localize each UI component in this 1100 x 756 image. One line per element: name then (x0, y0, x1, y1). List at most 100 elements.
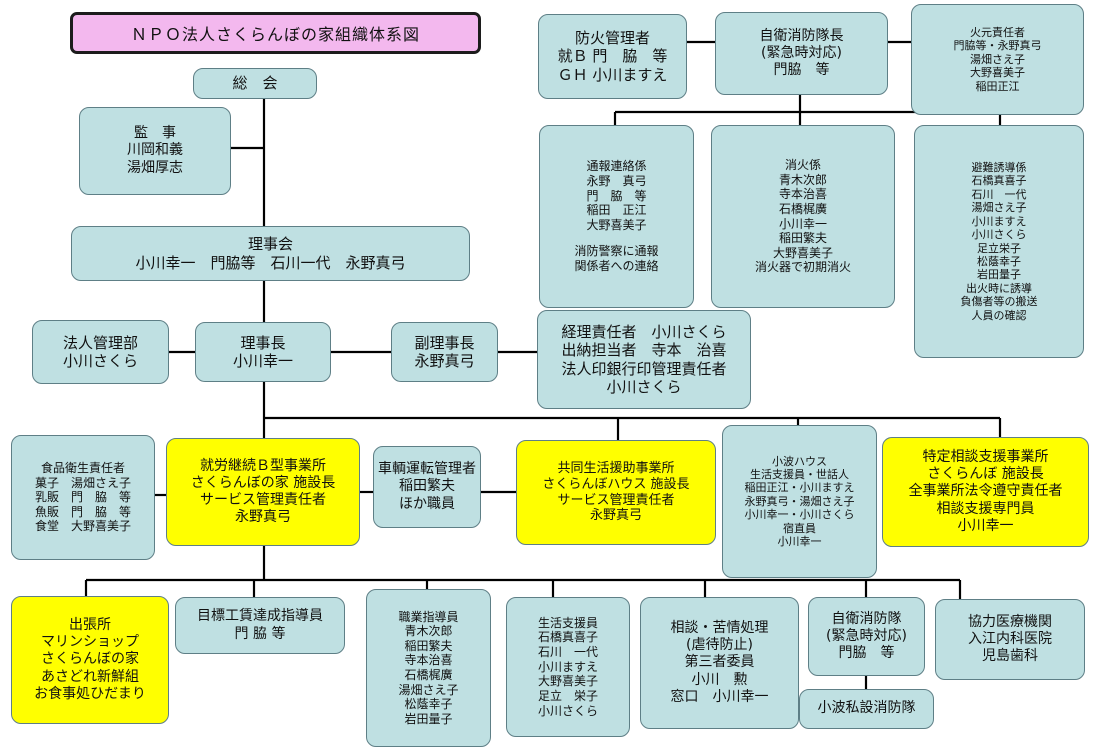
box-line: ＧＨ 小川ますえ (557, 65, 668, 84)
fire-brigade-chief-box: 自衛消防隊長 (緊急時対応) 門脇 等 (715, 12, 888, 95)
box-line: 寺本治喜 (778, 187, 827, 202)
box-line: 永野 真弓 (586, 173, 647, 188)
branch-office-box: 出張所 マリンショップ さくらんぼの家 あさどれ新鮮組 お食事処ひだまり (11, 596, 169, 724)
box-line: お食事処ひだまり (34, 685, 146, 702)
box-line: 相談・苦情処理 (670, 620, 769, 637)
box-line: 小川さくら (971, 228, 1027, 242)
box-line: 小川ますえ (971, 214, 1027, 228)
box-line: 法人印銀行印管理責任者 (561, 359, 727, 378)
box-line: 稲田繁夫 (404, 638, 453, 653)
box-line: 石橋真喜子 (971, 174, 1027, 188)
self-defense-fire-brigade-box: 自衛消防隊 (緊急時対応) 門脇 等 (808, 597, 925, 676)
box-line: 理事長 (240, 333, 286, 352)
box-line: 出納担当者 寺本 治喜 (561, 341, 727, 360)
consultation-support-office-box: 特定相談支援事業所 さくらんぼ 施設長 全事業所法令遵守責任者 相談支援専門員 … (882, 437, 1089, 547)
konami-private-fire-brigade-box: 小波私設消防隊 (799, 689, 934, 729)
box-line: 小川幸一 (957, 517, 1014, 534)
box-line: 小川幸一・小川さくら (744, 508, 855, 522)
box-line: 車輌運転管理者 (378, 461, 476, 478)
box-line: 自衛消防隊長 (759, 27, 844, 44)
box-line: 菓子 湯畑さえ子 (34, 475, 131, 490)
box-line: 小川さくら (537, 703, 598, 718)
box-line: サービス管理責任者 (200, 492, 326, 508)
box-line: 大野喜美子 (537, 674, 598, 689)
box-line: 稲田正江 (975, 79, 1020, 93)
box-line: 小川さくら (62, 352, 138, 370)
box-line: 石橋真喜子 (537, 630, 598, 645)
box-line: 出火時に誘導 (966, 281, 1032, 295)
complaint-handling-box: 相談・苦情処理 (虐待防止) 第三者委員 小川 勲 窓口 小川幸一 (640, 597, 799, 729)
box-line: 稲田正江・小川ますえ (744, 481, 855, 495)
box-line: 全事業所法令遵守責任者 (908, 483, 1063, 500)
box-line: 火元責任者 (970, 25, 1025, 39)
box-line: 副理事長 (414, 333, 475, 352)
evacuation-team-box: 避難誘導係 石橋真喜子 石川 一代 湯畑さえ子 小川ますえ 小川さくら 足立栄子… (914, 125, 1084, 358)
box-line: 自衛消防隊 (831, 610, 902, 627)
box-line: 石橋梶廣 (404, 668, 453, 682)
box-line: 窓口 小川幸一 (670, 688, 769, 705)
box-line: 小川幸一 (232, 352, 293, 370)
notification-team-box: 通報連絡係 永野 真弓 門 脇 等 稲田 正江 大野喜美子 消防警察に通報 関係… (539, 125, 694, 308)
box-line: 法人管理部 (62, 333, 138, 352)
box-line: 食堂 大野喜美子 (34, 519, 131, 534)
box-line: 協力医療機関 (968, 613, 1052, 630)
board-of-directors-box: 理事会 小川幸一 門脇等 石川一代 永野真弓 (71, 226, 470, 281)
box-line: 永野真弓 (589, 508, 642, 524)
box-line: 児島歯科 (982, 648, 1038, 665)
corporate-management-box: 法人管理部 小川さくら (32, 320, 169, 384)
box-line: 消火係 (784, 158, 821, 172)
box-line: 岩田量子 (404, 711, 453, 726)
box-line: さくらんぼの家 施設長 (190, 474, 336, 491)
box-line: 小波私設消防隊 (817, 700, 916, 717)
box-line: 相談支援専門員 (936, 500, 1035, 517)
vocational-instructor-box: 職業指導員 青木次郎 稲田繁夫 寺本治喜 石橋梶廣 湯畑さえ子 松蔭幸子 岩田量… (366, 589, 491, 747)
box-line: 消火器で初期消火 (754, 260, 851, 275)
box-line: (緊急時対応) (826, 627, 907, 644)
box-line: 入江内科医院 (968, 630, 1052, 647)
firefighting-team-box: 消火係 青木次郎 寺本治喜 石橋梶廣 小川幸一 稲田繁夫 大野喜美子 消火器で初… (711, 125, 895, 308)
box-line: 松蔭幸子 (977, 254, 1021, 268)
box-line: 小波ハウス (772, 454, 827, 468)
box-line: さくらんぼの家 (41, 651, 139, 668)
page-title: ＮＰＯ法人さくらんぼの家組織体系図 (70, 12, 481, 54)
box-line: 青木次郎 (404, 624, 453, 639)
box-line: 生活支援員・世話人 (750, 467, 849, 481)
box-line: 大野喜美子 (772, 245, 833, 260)
box-line: 石橋梶廣 (778, 201, 827, 216)
box-line: 共同生活援助事業所 (557, 460, 675, 476)
box-line: 湯畑さえ子 (398, 682, 459, 697)
fire-prevention-manager-box: 防火管理者 就Ｂ 門 脇 等 ＧＨ 小川ますえ (538, 14, 687, 99)
box-line: 永野真弓・湯畑さえ子 (744, 494, 855, 508)
box-line: 寺本治喜 (404, 653, 453, 668)
box-line: 青木次郎 (778, 172, 827, 187)
auditor-box: 監 事 川岡和義 湯畑厚志 (79, 107, 231, 195)
box-line: 人員の確認 (971, 308, 1027, 322)
box-line: 永野真弓 (235, 509, 291, 526)
box-line: 目標工賃達成指導員 (197, 608, 323, 625)
box-line: 稲田繁夫 (399, 478, 455, 495)
box-line: 湯畑厚志 (127, 159, 183, 176)
box-line: 門脇 等 (838, 645, 895, 662)
box-line: 就Ｂ 門 脇 等 (557, 47, 668, 66)
box-line: 職業指導員 (398, 609, 459, 624)
box-line: 稲田 正江 (586, 203, 647, 218)
box-line: 総 会 (232, 74, 278, 93)
box-line: 湯畑さえ子 (971, 201, 1027, 215)
box-line: あさどれ新鮮組 (41, 668, 139, 685)
box-line: 松蔭幸子 (404, 697, 453, 712)
box-line: 防火管理者 (574, 29, 650, 48)
box-line: 関係者への連絡 (574, 259, 659, 274)
box-line: 稲田繁夫 (778, 231, 827, 246)
partner-medical-box: 協力医療機関 入江内科医院 児島歯科 (935, 599, 1085, 680)
box-line: 魚販 門 脇 等 (34, 504, 131, 519)
box-line: 食品衛生責任者 (40, 460, 125, 475)
box-line: 足立栄子 (977, 241, 1021, 255)
box-line: 大野喜美子 (970, 66, 1025, 80)
box-line: 石川 一代 (537, 645, 598, 660)
accounting-box: 経理責任者 小川さくら 出納担当者 寺本 治喜 法人印銀行印管理責任者 小川さく… (537, 310, 751, 409)
group-home-office-box: 共同生活援助事業所 さくらんぼハウス 施設長 サービス管理責任者 永野真弓 (516, 440, 716, 545)
box-line: 門 脇 等 (234, 625, 286, 642)
box-line: 監 事 (134, 125, 176, 142)
box-line: 湯畑さえ子 (970, 52, 1025, 66)
box-line: 生活支援員 (537, 615, 598, 630)
